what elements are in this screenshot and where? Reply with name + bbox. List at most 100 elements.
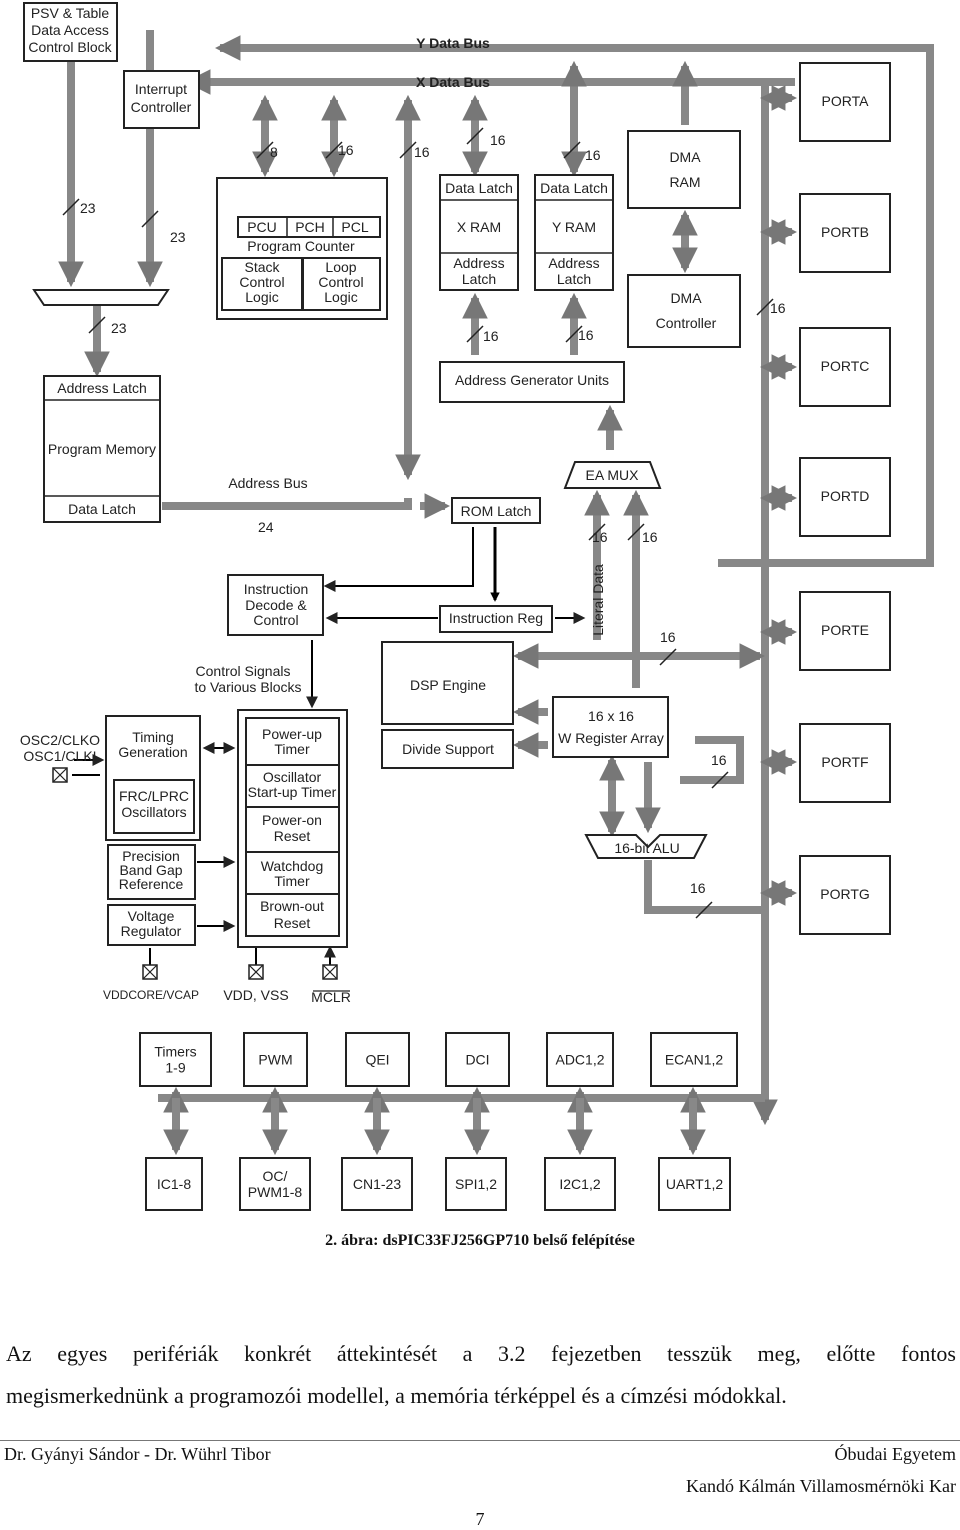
pcl-label: PCL	[341, 219, 368, 235]
y-data-latch-label: Data Latch	[540, 180, 608, 196]
peripheral-top-label: ADC1,2	[555, 1052, 604, 1068]
figure-caption: 2. ábra: dsPIC33FJ256GP710 belső felépít…	[325, 1232, 635, 1249]
dsp-engine-label: DSP Engine	[410, 677, 486, 693]
peripheral-bottom-box	[445, 1157, 507, 1211]
ea-mux-label: EA MUX	[586, 467, 640, 483]
bus-width-label: 23	[170, 229, 186, 245]
block-diagram: PORTA PORTB PORTC PORTD PORTE PORTF PORTG Time…	[20, 2, 934, 1211]
port-box	[799, 855, 891, 935]
peripheral-bottom-label: IC1-8	[157, 1176, 191, 1192]
data-latch-label: Data Latch	[68, 501, 136, 517]
footer-faculty: Kandó Kálmán Villamosmérnöki Kar	[685, 1476, 956, 1496]
bus-width-label: 23	[111, 320, 127, 336]
program-memory-label: Program Memory	[48, 441, 156, 457]
peripheral-top-label: DCI	[465, 1052, 489, 1068]
peripheral-top-box	[243, 1032, 308, 1087]
address-latch-label: Address Latch	[57, 380, 147, 396]
port-box	[799, 327, 891, 407]
peripheral-bottom-box	[145, 1157, 203, 1211]
y-data-bus-label: Y Data Bus	[416, 35, 490, 51]
peripheral-bottom-box	[658, 1157, 731, 1211]
bus-width-label: 16	[642, 529, 658, 545]
port-label-portf: PORTF	[821, 754, 868, 770]
paragraph-line-1: Az egyes perifériák konkrét áttekintését…	[6, 1341, 956, 1366]
peripheral-top-box	[139, 1032, 212, 1087]
x-data-latch-label: Data Latch	[445, 180, 513, 196]
port-label-porte: PORTE	[821, 622, 869, 638]
bus-width-label: 16	[578, 327, 594, 343]
port-label-portb: PORTB	[821, 224, 869, 240]
port-label-portd: PORTD	[821, 488, 870, 504]
x-data-bus-label: X Data Bus	[416, 74, 490, 90]
footer-university: Óbudai Egyetem	[834, 1444, 956, 1464]
peripheral-top-box	[445, 1032, 510, 1087]
peripheral-bottom-box	[341, 1157, 413, 1211]
peripheral-top-label: ECAN1,2	[665, 1052, 724, 1068]
vddcore-vcap-label: VDDCORE/VCAP	[103, 988, 199, 1002]
peripheral-top-box	[650, 1032, 738, 1087]
peripheral-top-box	[345, 1032, 410, 1087]
page-number: 7	[475, 1509, 485, 1529]
peripheral-top-label: PWM	[258, 1052, 292, 1068]
bus-width-label: 8	[270, 144, 278, 160]
peripheral-top-label: QEI	[365, 1052, 389, 1068]
rom-latch-label: ROM Latch	[461, 503, 532, 519]
program-counter-label: Program Counter	[247, 238, 355, 254]
footer-divider	[0, 1440, 960, 1441]
peripheral-bottom-label: CN1-23	[353, 1176, 401, 1192]
port-label-portg: PORTG	[820, 886, 870, 902]
mclr-label: MCLR	[311, 989, 351, 1005]
bus-width-label: 16	[592, 529, 608, 545]
vdd-vss-label: VDD, VSS	[223, 987, 288, 1003]
peripheral-bottom-label: SPI1,2	[455, 1176, 497, 1192]
divide-support-label: Divide Support	[402, 741, 494, 757]
pch-label: PCH	[295, 219, 325, 235]
port-label-portc: PORTC	[821, 358, 870, 374]
pcu-label: PCU	[247, 219, 277, 235]
port-label-porta: PORTA	[822, 93, 870, 109]
bus-width-label: 16	[690, 880, 706, 896]
bus-width-label: 16	[711, 752, 727, 768]
literal-data-label: Literal Data	[590, 564, 606, 636]
bus-width-label: 16	[338, 142, 354, 158]
port-box	[799, 193, 891, 273]
peripheral-bottom-label: I2C1,2	[559, 1176, 600, 1192]
port-box	[799, 62, 891, 142]
port-box	[799, 591, 891, 671]
peripheral-bottom-label: UART1,2	[666, 1176, 724, 1192]
peripheral-bottom-label: OC/PWM1-8	[248, 1168, 303, 1200]
port-box	[799, 457, 891, 537]
bus-width-label: 23	[80, 200, 96, 216]
bus-width-label: 16	[585, 147, 601, 163]
bus-width-label: 16	[660, 629, 676, 645]
y-ram-label: Y RAM	[552, 219, 596, 235]
bus-width-label: 24	[258, 519, 274, 535]
instruction-reg-label: Instruction Reg	[449, 610, 543, 626]
bus-width-label: 16	[490, 132, 506, 148]
peripheral-top-box	[546, 1032, 614, 1087]
paragraph-line-2: megismerkednünk a programozói modellel, …	[6, 1383, 787, 1408]
alu-label: 16-bit ALU	[614, 840, 679, 856]
bus-width-label: 16	[770, 300, 786, 316]
